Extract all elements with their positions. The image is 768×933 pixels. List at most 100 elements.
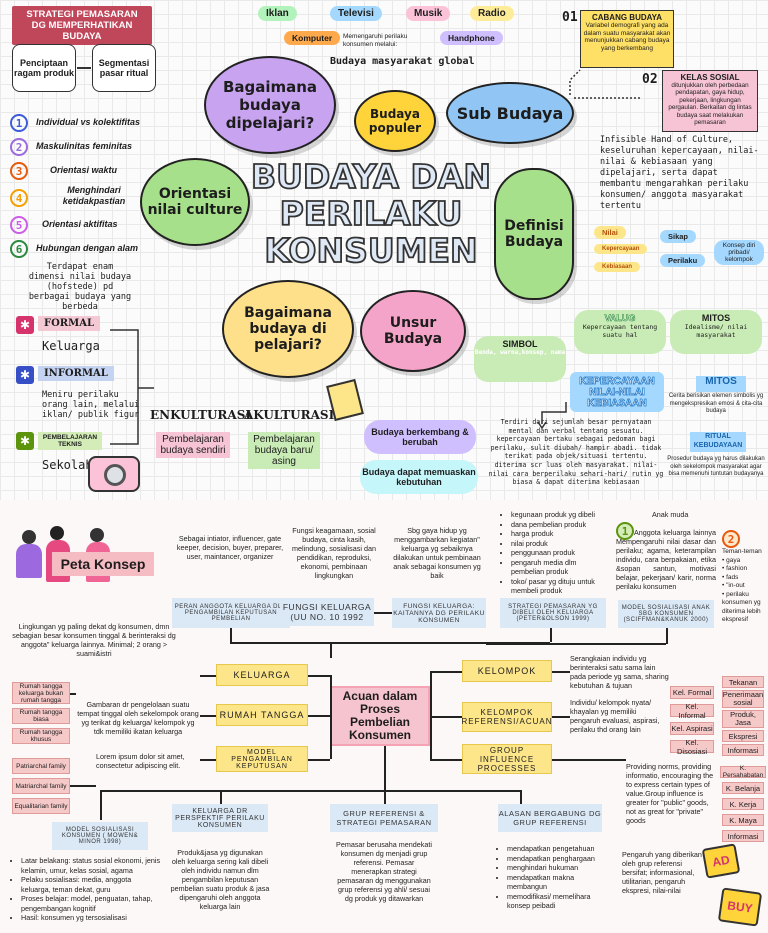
enkulturasi-label: ENKULTURASI <box>150 408 251 422</box>
def-item-nilai: Nilai <box>594 226 626 239</box>
akulturasi-sub: Pembelajaran budaya baru/ asing <box>248 432 320 469</box>
formal-bracket <box>110 329 154 445</box>
center-title: BUDAYA DAN PERILAKU KONSUMEN <box>248 157 494 270</box>
rumah-type: Rumah tangga biasa <box>12 708 70 724</box>
strategi-item: kegunaan produk yg dibeli <box>511 510 606 520</box>
model-sos2-box: MODEL SOSIALISASI KONSUMEN ( MOWEN& MINO… <box>52 822 148 850</box>
strategi-box: STRATEGI PEMASARAN YG DIBELI OLEH KELUAR… <box>500 598 606 628</box>
family-type: Patriarchal family <box>12 758 70 774</box>
right-type: Produk, Jasa <box>722 710 764 728</box>
center-node: Acuan dalam Proses Pembelian Konsumen <box>330 686 430 746</box>
bubble-bagaimana-dipelajari-2: Bagaimana budaya di pelajari? <box>222 280 354 378</box>
right-type: Informasi <box>722 830 764 842</box>
dimension-item: 4 Menghindari ketidakpastian <box>10 184 160 214</box>
informal-to: Meniru perilaku orang lain, melalui ikla… <box>42 390 140 420</box>
media-musik: Musik <box>406 6 451 21</box>
mitos-title: MITOS <box>701 313 731 323</box>
def-item-kepercayaan: Kepercayaan <box>594 244 648 254</box>
dimension-item: 3 Orientasi waktu <box>10 160 160 184</box>
alasan-item: memodifikasi/ memelihara konsep peibadi <box>507 892 610 911</box>
strategi-item: dana pembelian produk <box>511 520 606 530</box>
right-type: Tekanan <box>722 676 764 688</box>
teknis-icon: ✱ <box>16 432 34 450</box>
sub02-box: KELAS SOSIAL ditunjukkan oleh perbedaan … <box>662 70 758 132</box>
peran-text: Sebagai intiator, influencer, gate keepe… <box>176 534 284 561</box>
strategi-item: harga produk <box>511 529 606 539</box>
kel-type: Kel. Disosiasi <box>670 738 714 756</box>
ritual-title: RITUAL KEBUDAYAAN <box>690 432 746 452</box>
grup-ref-box: GRUP REFERENSI & STRATEGI PEMASARAN <box>330 804 438 832</box>
teman-item: • fads <box>722 573 739 581</box>
dimension-number: 5 <box>10 216 28 234</box>
dimension-item: 1 Individual vs kolektifitas <box>10 112 160 136</box>
keluarga-node: KELUARGA <box>216 664 308 686</box>
people-illustration <box>10 522 130 592</box>
number-one-icon: 1 <box>616 522 634 540</box>
dimension-text: Menghindari ketidakpastian <box>62 185 126 206</box>
sub02-text: ditunjukkan oleh perbedaan pendapatan, g… <box>668 82 752 127</box>
model-sos2-list: Latar belakang: status sosial ekonomi, j… <box>12 856 162 923</box>
teman-item: • perilaku konsumen yg diterima lebih ek… <box>722 590 761 624</box>
global-text: Budaya masyarakat global <box>330 56 475 67</box>
kepercayaan-text: Terdiri dari sejumlah besar pernyataan m… <box>488 418 664 487</box>
sub02-title: KELAS SOSIAL <box>680 73 740 82</box>
group-inf-node: GROUP INFLUENCE PROCESSES <box>462 744 552 774</box>
definition-flow: Nilai Kepercayaan Kebiasaan Sikap Perila… <box>594 224 768 276</box>
family-type: Equalitarian family <box>12 798 70 814</box>
center-title-line3: KONSUMEN <box>263 231 478 270</box>
simbol-title: SIMBOL <box>502 339 538 349</box>
formal-to: Keluarga <box>42 339 100 353</box>
model-sos2-item: Hasil: konsumen yg tersosialisasi <box>21 913 162 923</box>
kel-type: Kel. Aspirasi <box>670 722 714 735</box>
dimension-note: Terdapat enam dimensi nilai budaya (hofs… <box>28 262 132 312</box>
family-type: Matriarchal family <box>12 778 70 794</box>
alasan-item: mendapatkan pengetahuan <box>507 844 610 854</box>
alasan-item: mendapatkan makna membangun <box>507 873 610 892</box>
rumah-type: Rumah tangga keluarga bukan rumah tangga <box>12 682 70 704</box>
rumah-type: Rumah tangga khusus <box>12 728 70 744</box>
simbol-box: SIMBOL Benda, warna,konsep, nama <box>474 336 566 382</box>
buy-badge: BUY <box>717 887 763 927</box>
model-kep-node: MODEL PENGAMBILAN KEPUTUSAN <box>216 746 308 772</box>
valug-box: VALUG Kepercayaan tentang suatu hal <box>574 310 666 354</box>
bubble-orientasi-nilai: Orientasi nilai culture <box>140 158 250 246</box>
media-row: Iklan Televisi Musik Radio <box>258 6 520 28</box>
kel-type: Kel. Formal <box>670 686 714 699</box>
bubble-sub-budaya: Sub Budaya <box>446 82 574 144</box>
ad-badge: AD <box>701 843 741 879</box>
dimension-text: Maskulinitas feminitas <box>36 141 133 151</box>
fungsi2-text: Sbg gaya hidup yg menggambarkan kegiatan… <box>393 526 481 580</box>
model-sos2-item: Proses belajar: model, penguatan, tahap,… <box>21 894 162 913</box>
right-type: K. Kerja <box>722 798 764 810</box>
keluarga-persp-box: KELUARGA DR PERSPEKTIF PERILAKU KONSUMEN <box>172 804 268 832</box>
fungsi2-box: FUNGSI KELUARGA: KAITANNYA DG PERILAKU K… <box>392 598 486 628</box>
concept-map: Peta Konsep Sebagai intiator, influencer… <box>0 500 768 933</box>
fungsi-text: Fungsi keagamaan, sosial budaya, cinta k… <box>292 526 376 580</box>
kelompok-node: KELOMPOK <box>462 660 552 682</box>
pengaruh-text: Pengaruh yang diberikan oleh grup refere… <box>622 850 702 895</box>
definition-text: Infisible Hand of Culture, keseluruhan k… <box>600 135 759 211</box>
camera-icon <box>88 456 140 492</box>
model-sos-box: MODEL SOSIALISASI ANAK SBG KONSUMEN (SCI… <box>618 600 714 628</box>
kelompok-text: Serangkaian individu yg berinteraksi sat… <box>570 654 669 690</box>
fungsi-box: FUNGSI KELUARGA (UU NO. 10 1992 <box>280 598 374 626</box>
media-komputer: Komputer <box>284 31 341 45</box>
strategi-list: kegunaan produk yg dibeli dana pembelian… <box>502 510 606 596</box>
dimension-text: Hubungan dengan alam <box>36 243 139 253</box>
model-sos2-item: Latar belakang: status sosial ekonomi, j… <box>21 856 162 875</box>
dimension-item: 6 Hubungan dengan alam <box>10 238 160 262</box>
grup-ref-text: Pemasar berusaha mendekati konsumen dg m… <box>336 840 432 903</box>
dimension-text: Individual vs kolektifitas <box>36 117 141 127</box>
teknis-to: Sekolah <box>42 458 93 472</box>
alasan-item: mendapatkan penghargaan <box>507 854 610 864</box>
dimension-list: 1 Individual vs kolektifitas 2 Maskulini… <box>10 112 160 262</box>
sub01-box: CABANG BUDAYA Variabel demografi yang ad… <box>580 10 674 68</box>
model-sos2-item: Pelaku sosialisasi: media, anggota kelua… <box>21 875 162 894</box>
sub-budaya-connector <box>569 69 640 99</box>
kelompok-ref-node: KELOMPOK REFERENSI/ACUAN <box>462 702 552 732</box>
model-sos-text: Anggota keluarga lainnya Mempengaruhi ni… <box>616 528 716 591</box>
bubble-budaya-populer: Budaya populer <box>354 90 436 152</box>
berkembang-box: Budaya berkembang & berubah <box>364 420 476 454</box>
alasan-item: menghindari hukuman <box>507 863 610 873</box>
number-two-icon: 2 <box>722 530 740 548</box>
